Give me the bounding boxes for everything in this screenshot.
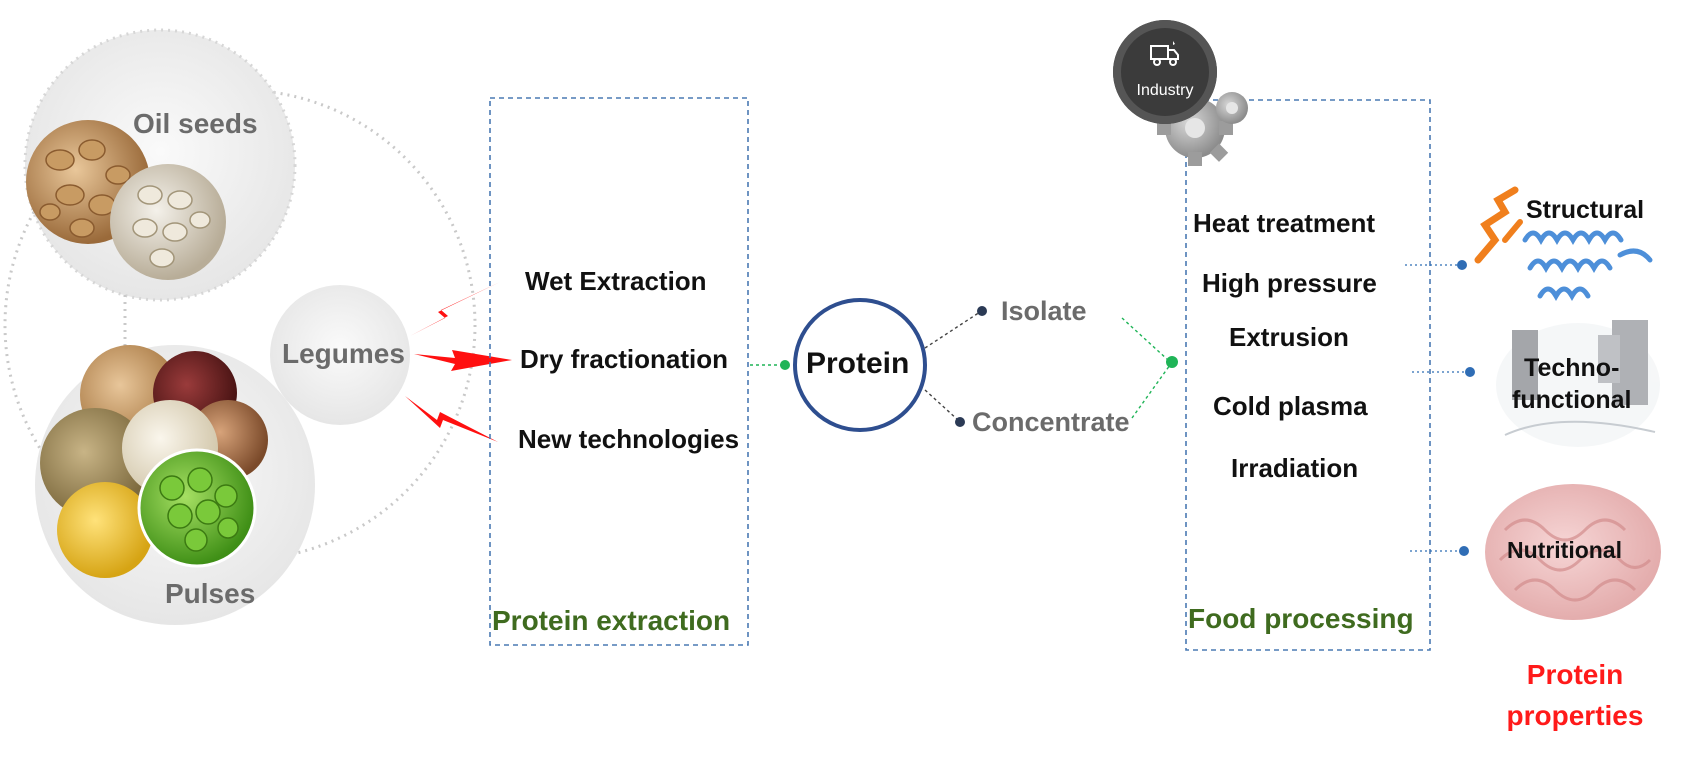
protein-extraction-title: Protein extraction: [492, 605, 731, 636]
legumes-bubble: [270, 285, 410, 425]
peanut-texture: [39, 139, 131, 238]
white-bean-texture: [132, 185, 211, 268]
oil-seeds-label: Oil seeds: [133, 108, 258, 139]
yellow-pea-image: [57, 482, 153, 578]
nutrition-image: [1485, 484, 1661, 620]
concentrate-to-processing-line: [1131, 364, 1171, 419]
process-cold-plasma: Cold plasma: [1213, 391, 1368, 421]
isolate-to-processing-line: [1121, 317, 1169, 361]
technofunctional-dot: [1465, 367, 1475, 377]
green-pea-texture: [159, 467, 239, 552]
protein-properties-line1: Protein: [1526, 659, 1624, 690]
process-irradiation: Irradiation: [1231, 453, 1359, 483]
protein-extraction-box: [489, 97, 749, 646]
pulses-label: Pulses: [165, 578, 256, 609]
food-processing-box: [1185, 99, 1431, 651]
method-dry-fractionation: Dry fractionation: [520, 344, 729, 374]
isolate-label: Isolate: [1001, 296, 1087, 326]
protein-properties-line2: properties: [1506, 700, 1644, 731]
nutrition-texture: [1498, 518, 1652, 602]
arrow-dry-fractionation: [414, 350, 512, 371]
arrow-wet-extraction: [410, 282, 500, 336]
nutritional-dot: [1459, 546, 1469, 556]
arrow-new-technologies: [405, 396, 498, 442]
isolate-dot: [977, 306, 987, 316]
extraction-output-dot: [780, 360, 790, 370]
protein-structure-image: [1474, 186, 1653, 302]
processing-input-dot: [1166, 356, 1178, 368]
industry-badge: Industry: [1113, 20, 1217, 124]
protein-circle: [793, 298, 927, 432]
legumes-label: Legumes: [282, 338, 405, 369]
lab-equipment-image: [1496, 320, 1660, 447]
protein-properties-title: Protein properties: [1505, 654, 1645, 736]
property-nutritional: Nutritional: [1507, 537, 1622, 563]
property-techno-functional: Techno- functional: [1512, 354, 1632, 414]
source-cluster: [3, 28, 512, 625]
protein-to-isolate-line: [924, 311, 981, 349]
industry-label: Industry: [1136, 82, 1194, 99]
food-processing-title: Food processing: [1188, 603, 1414, 634]
process-heat-treatment: Heat treatment: [1193, 208, 1376, 238]
process-high-pressure: High pressure: [1202, 268, 1377, 298]
truck-icon: [1150, 41, 1179, 66]
concentrate-dot: [955, 417, 965, 427]
method-wet-extraction: Wet Extraction: [525, 266, 707, 296]
process-extrusion: Extrusion: [1229, 322, 1349, 352]
method-new-technologies: New technologies: [518, 424, 740, 454]
structural-dot: [1457, 260, 1467, 270]
protein-to-concentrate-line: [924, 389, 959, 421]
property-structural: Structural: [1526, 196, 1645, 224]
red-arrows: [405, 282, 512, 442]
protein-label: Protein: [806, 347, 910, 380]
concentrate-label: Concentrate: [972, 407, 1130, 437]
